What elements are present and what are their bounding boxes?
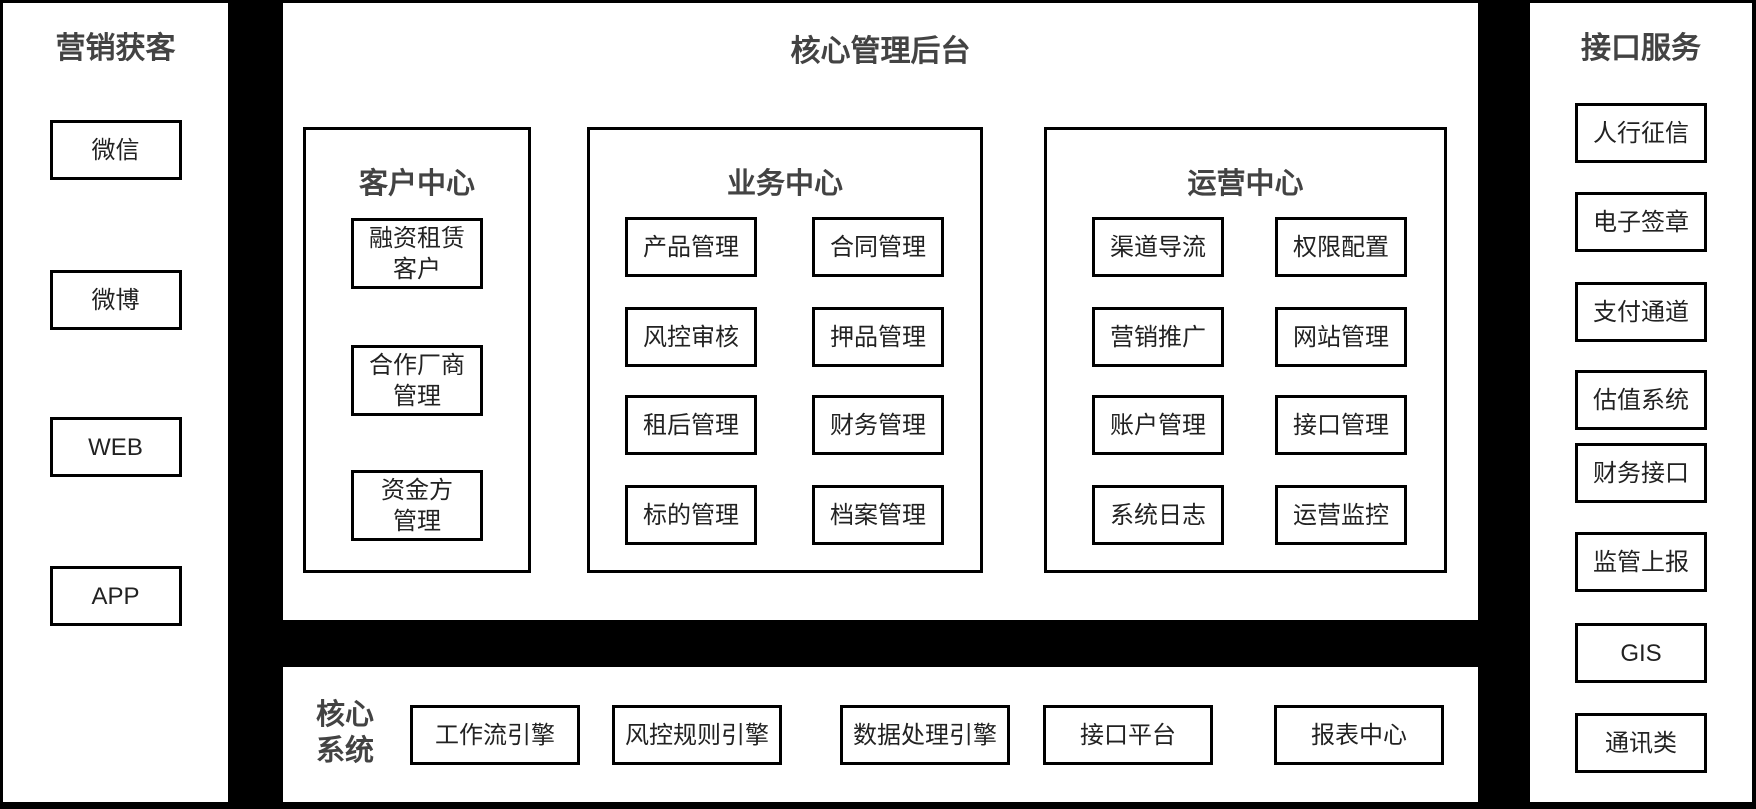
business-center-item-box: 租后管理 [625, 395, 757, 455]
interface-service-item-box: 人行征信 [1575, 103, 1707, 163]
core-system-item-box: 接口平台 [1043, 705, 1213, 765]
interface-service-item-box: GIS [1575, 623, 1707, 683]
marketing-item-box: 微博 [49, 270, 182, 330]
core-system-item-box: 报表中心 [1274, 705, 1444, 765]
interface-services-panel: 接口服务 人行征信 电子签章 支付通道 估值系统 财务接口 监管上报 GIS 通… [1530, 3, 1752, 802]
customer-center-item-box: 融资租赁 客户 [351, 218, 483, 289]
core-backend-title: 核心管理后台 [790, 35, 971, 68]
operations-center-item-box: 系统日志 [1092, 485, 1224, 545]
core-system-item-box: 工作流引擎 [410, 705, 580, 765]
interface-service-item-box: 电子签章 [1575, 192, 1707, 252]
business-center-section: 业务中心 产品管理 合同管理 风控审核 押品管理 租后管理 财务管理 标的管理 … [587, 127, 983, 573]
core-system-title: 核心 系统 [315, 699, 374, 767]
marketing-item-box: APP [49, 566, 182, 626]
interface-service-item-box: 估值系统 [1575, 370, 1707, 430]
business-center-item-box: 风控审核 [625, 307, 757, 367]
operations-center-item-box: 运营监控 [1275, 485, 1407, 545]
business-center-item-box: 财务管理 [812, 395, 944, 455]
operations-center-item-box: 账户管理 [1092, 395, 1224, 455]
business-center-item-box: 标的管理 [625, 485, 757, 545]
interface-services-title: 接口服务 [1581, 32, 1701, 65]
customer-center-title: 客户中心 [358, 168, 475, 200]
operations-center-item-box: 网站管理 [1275, 307, 1407, 367]
operations-center-item-box: 渠道导流 [1092, 217, 1224, 277]
marketing-panel: 营销获客 微信 微博 WEB APP [3, 3, 228, 802]
core-system-panel: 核心 系统 工作流引擎 风控规则引擎 数据处理引擎 接口平台 报表中心 [283, 667, 1478, 802]
customer-center-item-box: 合作厂商 管理 [351, 345, 483, 416]
core-system-item-box: 风控规则引擎 [612, 705, 782, 765]
operations-center-item-box: 接口管理 [1275, 395, 1407, 455]
interface-service-item-box: 财务接口 [1575, 443, 1707, 503]
marketing-item-box: WEB [49, 417, 182, 477]
operations-center-title: 运营中心 [1187, 168, 1304, 200]
customer-center-section: 客户中心 融资租赁 客户 合作厂商 管理 资金方 管理 [303, 127, 531, 573]
marketing-panel-title: 营销获客 [55, 32, 176, 65]
interface-service-item-box: 监管上报 [1575, 532, 1707, 592]
business-center-item-box: 产品管理 [625, 217, 757, 277]
operations-center-section: 运营中心 渠道导流 权限配置 营销推广 网站管理 账户管理 接口管理 系统日志 … [1044, 127, 1447, 573]
business-center-title: 业务中心 [726, 168, 843, 200]
core-system-item-box: 数据处理引擎 [840, 705, 1010, 765]
business-center-item-box: 档案管理 [812, 485, 944, 545]
business-center-item-box: 合同管理 [812, 217, 944, 277]
operations-center-item-box: 营销推广 [1092, 307, 1224, 367]
marketing-item-box: 微信 [49, 120, 182, 180]
customer-center-item-box: 资金方 管理 [351, 470, 483, 541]
operations-center-item-box: 权限配置 [1275, 217, 1407, 277]
interface-service-item-box: 支付通道 [1575, 282, 1707, 342]
interface-service-item-box: 通讯类 [1575, 713, 1707, 773]
core-backend-panel: 核心管理后台 客户中心 融资租赁 客户 合作厂商 管理 资金方 管理 业务中心 … [283, 3, 1478, 620]
business-center-item-box: 押品管理 [812, 307, 944, 367]
